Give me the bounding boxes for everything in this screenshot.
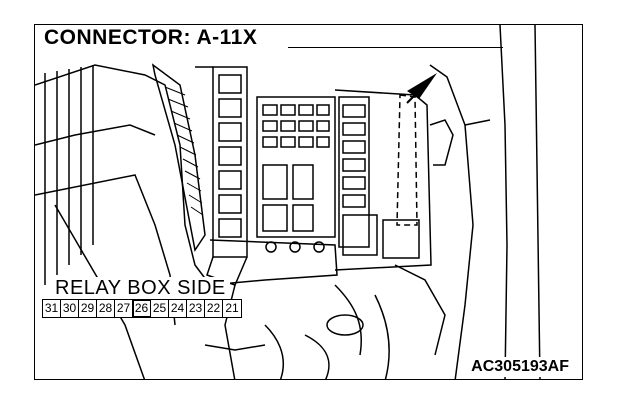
terminal-31: 31 xyxy=(43,300,61,317)
figure-code: AC305193AF xyxy=(468,357,572,377)
view-label: RELAY BOX SIDE xyxy=(51,277,230,299)
terminal-21: 21 xyxy=(225,301,239,315)
connector-terminal-strip: 31 30 29 28 27 26 25 24 23 22 21 xyxy=(42,299,242,318)
connector-title: CONNECTOR: A-11X xyxy=(41,25,262,51)
relay-box-drawing xyxy=(35,25,541,379)
terminal-27: 27 xyxy=(115,300,133,317)
terminal-23: 23 xyxy=(187,300,205,317)
diagram-frame: CONNECTOR: A-11X RELAY BOX SIDE 31 30 29… xyxy=(34,24,583,380)
terminal-25: 25 xyxy=(151,300,169,317)
terminal-24: 24 xyxy=(169,300,187,317)
terminal-30: 30 xyxy=(61,300,79,317)
terminal-26: 26 xyxy=(133,300,151,317)
terminal-29: 29 xyxy=(79,300,97,317)
title-leader-line xyxy=(288,47,503,48)
terminal-28: 28 xyxy=(97,300,115,317)
terminal-22: 22 xyxy=(205,300,223,317)
